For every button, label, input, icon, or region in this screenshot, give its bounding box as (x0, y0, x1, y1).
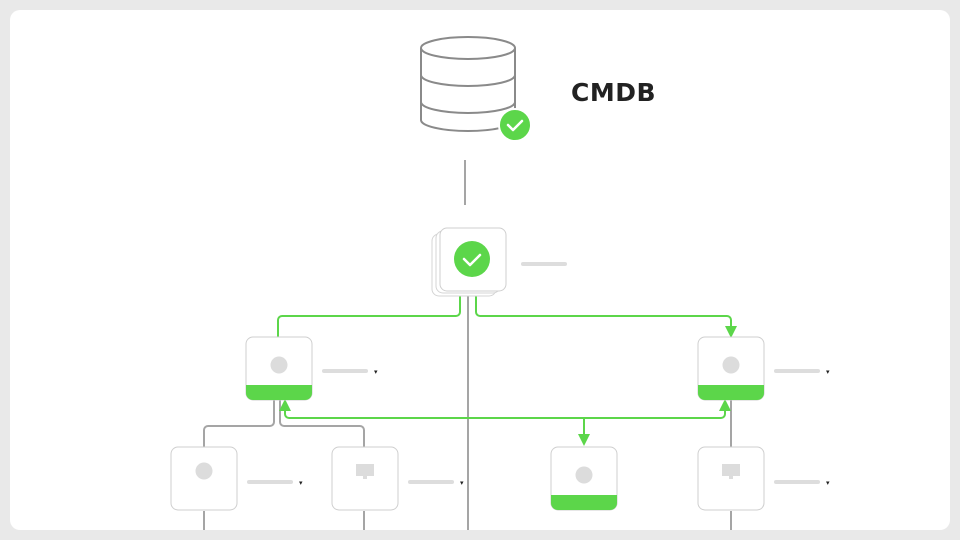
diagram-panel: ▾ ▾ ▾ ▾ ▾ CMDB (10, 10, 950, 530)
status-bar (698, 385, 764, 400)
dropdown-caret-icon[interactable]: ▾ (460, 479, 464, 487)
topology-diagram: ▾ ▾ ▾ ▾ ▾ (170, 36, 830, 530)
node-left-1[interactable]: ▾ (245, 336, 378, 401)
monitor-icon (722, 464, 740, 479)
circle-icon (270, 356, 288, 374)
label-placeholder (247, 480, 293, 484)
label-placeholder (322, 369, 368, 373)
database-check-icon (498, 108, 532, 142)
node-middle-2[interactable] (550, 446, 618, 511)
status-bar (551, 495, 617, 510)
root-node[interactable] (431, 227, 567, 297)
label-placeholder (408, 480, 454, 484)
cmdb-title: CMDB (571, 78, 657, 107)
node-left-2b[interactable]: ▾ (331, 446, 464, 511)
dropdown-caret-icon[interactable]: ▾ (826, 368, 830, 376)
database-icon (420, 36, 516, 132)
gray-connectors (203, 160, 732, 530)
label-placeholder (774, 369, 820, 373)
node-right-2[interactable]: ▾ (697, 446, 830, 511)
circle-icon (575, 466, 593, 484)
circle-icon (195, 462, 213, 480)
dropdown-caret-icon[interactable]: ▾ (826, 479, 830, 487)
check-icon (454, 241, 490, 277)
status-bar (246, 385, 312, 400)
label-placeholder (774, 480, 820, 484)
dropdown-caret-icon[interactable]: ▾ (299, 479, 303, 487)
node-right-1[interactable]: ▾ (697, 336, 830, 401)
green-connectors (277, 292, 737, 446)
label-placeholder (521, 262, 567, 266)
circle-icon (722, 356, 740, 374)
dropdown-caret-icon[interactable]: ▾ (374, 368, 378, 376)
monitor-icon (356, 464, 374, 479)
node-left-2a[interactable]: ▾ (170, 446, 303, 511)
